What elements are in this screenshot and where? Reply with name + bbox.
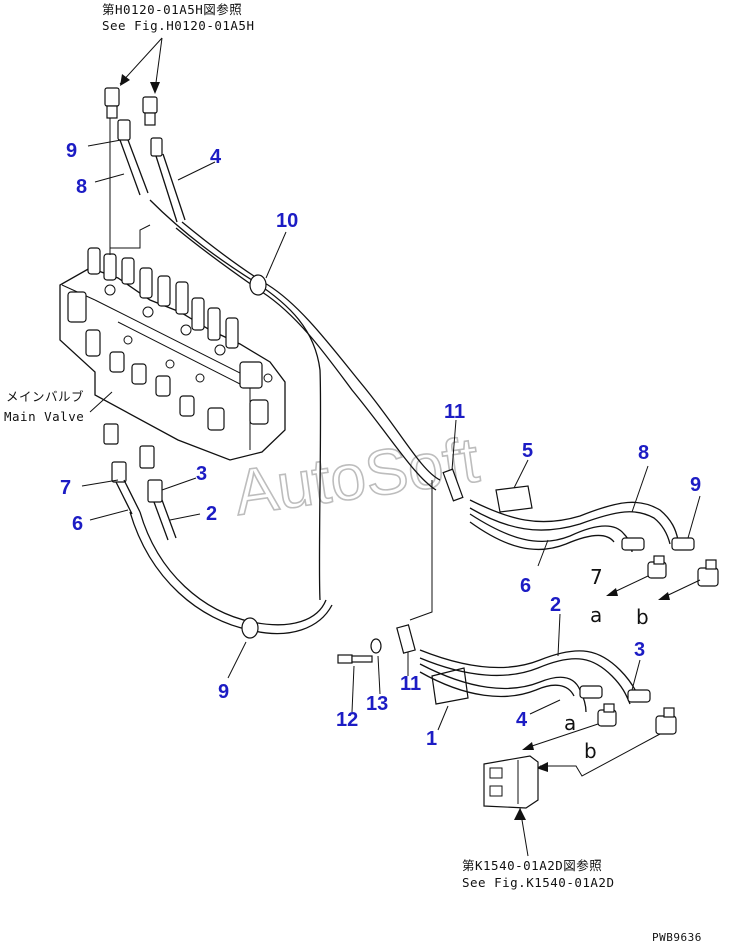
callout-8-right: 8 (638, 442, 649, 464)
main-valve-label-jp: メインバルブ (6, 389, 84, 404)
hose-2-right (419, 649, 641, 705)
clamp-11-bottom (396, 624, 416, 654)
bottom-reference-jp: 第K1540-01A2D図参照 (462, 858, 602, 873)
clamp-11-top (442, 468, 464, 502)
fitting-6-right (621, 537, 645, 551)
main-valve (59, 247, 286, 461)
valve-lower-fitting-left (103, 423, 141, 515)
callout-11-top: 11 (444, 401, 465, 423)
callout-4-bottom: 4 (516, 709, 528, 731)
valve-lower-fitting-right (139, 445, 177, 541)
hose-4-top (150, 137, 186, 223)
letter-a-lower: a (564, 711, 576, 735)
callout-2-left: 2 (206, 503, 217, 525)
callout-8-top: 8 (76, 176, 87, 198)
callout-10: 10 (276, 210, 298, 232)
connector-lower-a (597, 703, 617, 727)
top-left-fitting (104, 87, 120, 119)
hose-4-right (419, 663, 587, 713)
letter-a-upper: a (590, 603, 602, 627)
callout-13: 13 (366, 693, 388, 715)
callout-3-right: 3 (634, 639, 645, 661)
callout-1: 1 (426, 728, 437, 750)
hose-8-right (469, 499, 679, 545)
connector-lower-b (655, 707, 677, 735)
fitting-9-right (671, 537, 695, 551)
callout-9-top: 9 (66, 140, 77, 162)
fitting-3-right (627, 689, 651, 703)
clamp-10 (249, 274, 267, 296)
bolt-12 (337, 654, 373, 664)
top-reference-jp: 第H0120-01A5H図参照 (102, 2, 242, 17)
connector-upper-b (697, 559, 719, 587)
callout-9-right: 9 (690, 474, 701, 496)
callout-12: 12 (336, 709, 358, 731)
connector-upper-a (647, 555, 667, 579)
main-valve-label-en: Main Valve (4, 409, 84, 424)
callout-9-bottom: 9 (218, 681, 229, 703)
letter-b-lower: b (584, 739, 597, 763)
top-right-fitting (142, 96, 158, 126)
callout-7: 7 (60, 477, 71, 499)
callout-4-top: 4 (210, 146, 222, 168)
switch-box (483, 755, 539, 809)
callout-11-bottom: 11 (400, 673, 421, 695)
top-reference-arrows (119, 37, 163, 94)
washer-13 (370, 638, 382, 654)
hose-8-top (117, 119, 149, 196)
bottom-reference-en: See Fig.K1540-01A2D (462, 875, 615, 890)
drawing-code: PWB9636 (652, 931, 702, 944)
callout-6-mid: 6 (520, 575, 531, 597)
letter-b-upper: b (636, 605, 649, 629)
callout-5: 5 (522, 440, 533, 462)
fitting-4-right (579, 685, 603, 699)
clamp-5 (495, 485, 533, 513)
clamp-9-bottom (241, 617, 259, 639)
callout-3-left: 3 (196, 463, 207, 485)
top-reference-en: See Fig.H0120-01A5H (102, 18, 255, 33)
callout-6-left: 6 (72, 513, 83, 535)
letter-seven-upper: 7 (590, 565, 603, 589)
callout-2-right: 2 (550, 594, 561, 616)
